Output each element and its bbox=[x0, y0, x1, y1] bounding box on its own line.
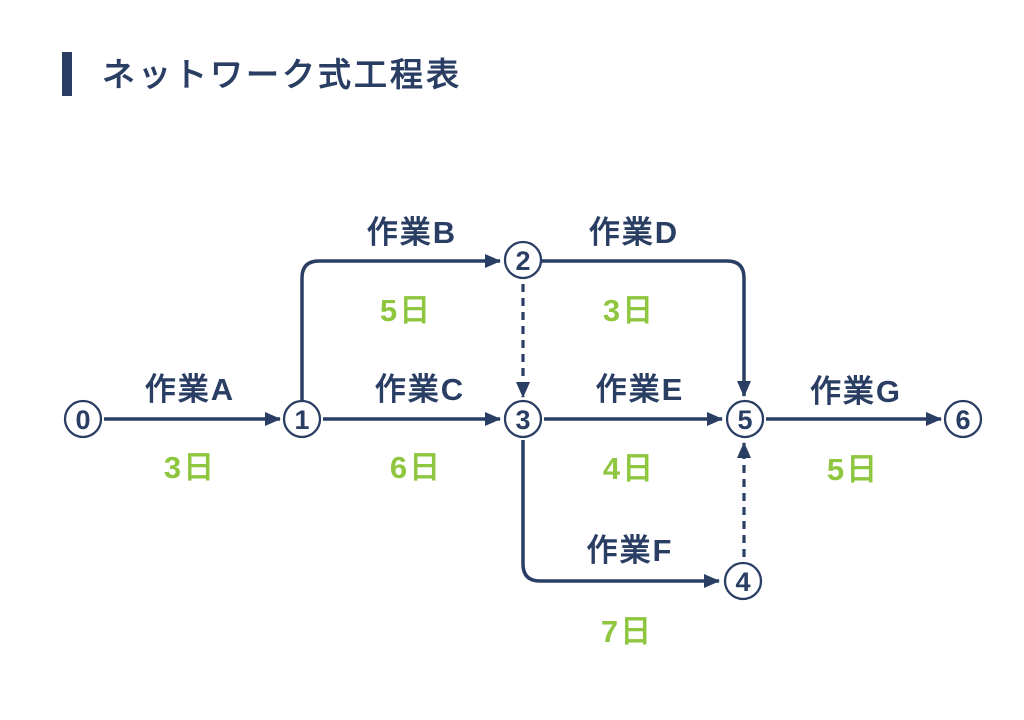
title-accent-bar bbox=[62, 52, 72, 96]
node-0: 0 bbox=[63, 399, 103, 439]
node-1-circle bbox=[282, 399, 322, 439]
activity-e-name: 作業E bbox=[596, 372, 685, 407]
node-6-circle bbox=[943, 399, 983, 439]
node-3: 3 bbox=[503, 399, 543, 439]
node-2-label: 2 bbox=[515, 246, 530, 276]
node-2: 2 bbox=[503, 240, 543, 280]
activity-a-name: 作業A bbox=[145, 372, 235, 407]
node-6-label: 6 bbox=[955, 405, 970, 435]
edge-activity-b bbox=[300, 254, 501, 400]
activity-d-duration: 3日 bbox=[603, 293, 655, 328]
edge-activity-d bbox=[541, 259, 751, 397]
node-5: 5 bbox=[725, 399, 765, 439]
activity-d-name: 作業D bbox=[589, 215, 679, 250]
node-2-circle bbox=[503, 240, 543, 280]
page-header: ネットワーク式工程表 bbox=[62, 52, 462, 96]
activity-a-duration: 3日 bbox=[164, 450, 216, 485]
edge-activity-f bbox=[521, 440, 720, 588]
activity-b-name: 作業B bbox=[367, 215, 457, 250]
node-0-circle bbox=[63, 399, 103, 439]
node-4-label: 4 bbox=[735, 567, 750, 597]
node-5-label: 5 bbox=[737, 405, 752, 435]
activity-f-name: 作業F bbox=[587, 533, 674, 568]
node-0-label: 0 bbox=[75, 405, 90, 435]
node-1: 1 bbox=[282, 399, 322, 439]
activity-e-duration: 4日 bbox=[603, 451, 655, 486]
node-1-label: 1 bbox=[294, 405, 309, 435]
node-6: 6 bbox=[943, 399, 983, 439]
activity-g-duration: 5日 bbox=[827, 452, 879, 487]
activity-f-duration: 7日 bbox=[601, 614, 653, 649]
activity-b-duration: 5日 bbox=[380, 293, 432, 328]
node-3-circle bbox=[503, 399, 543, 439]
node-4: 4 bbox=[723, 561, 763, 601]
node-4-circle bbox=[723, 561, 763, 601]
activity-c-name: 作業C bbox=[375, 372, 465, 407]
node-3-label: 3 bbox=[515, 405, 530, 435]
activity-c-duration: 6日 bbox=[390, 450, 442, 485]
node-5-circle bbox=[725, 399, 765, 439]
page-title: ネットワーク式工程表 bbox=[102, 55, 462, 93]
activity-g-name: 作業G bbox=[810, 374, 902, 409]
